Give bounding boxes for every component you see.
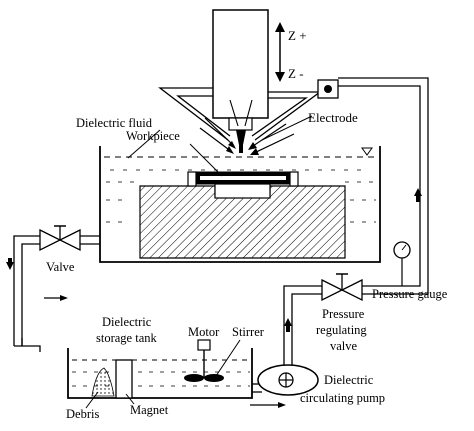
flow-arrow-down bbox=[6, 258, 14, 270]
return-pipe bbox=[283, 77, 429, 365]
storage-tank-label-1: Dielectric bbox=[102, 315, 152, 329]
drain-valve bbox=[39, 225, 81, 252]
z-minus-label: Z - bbox=[288, 66, 304, 81]
prv-label-1: Pressure bbox=[322, 307, 365, 321]
flow-arrow-right bbox=[60, 295, 68, 301]
pump-label-2: circulating pump bbox=[300, 391, 385, 405]
pump-flow-arrow bbox=[278, 402, 286, 408]
prv-label-2: regulating bbox=[316, 323, 367, 337]
motor-label: Motor bbox=[188, 325, 220, 339]
outlet-pipe bbox=[13, 235, 100, 346]
storage-tank-label-2: storage tank bbox=[96, 331, 157, 345]
pressure-regulating-valve bbox=[321, 273, 363, 302]
work-tank bbox=[99, 146, 381, 263]
flushing-arrows bbox=[199, 99, 295, 155]
pressure-gauge-label: Pressure gauge bbox=[372, 287, 448, 301]
storage-tank bbox=[67, 339, 253, 399]
dielectric-fluid-label: Dielectric fluid bbox=[76, 116, 153, 130]
z-plus-label: Z + bbox=[288, 28, 307, 43]
return-flow-arrow-up bbox=[284, 318, 292, 332]
spindle-head bbox=[212, 9, 269, 153]
electrode-label: Electrode bbox=[308, 110, 358, 125]
circulating-pump bbox=[252, 364, 319, 396]
z-axis-arrow bbox=[275, 22, 285, 82]
debris-label: Debris bbox=[66, 407, 99, 421]
pump-label-1: Dielectric bbox=[324, 373, 374, 387]
valve-label: Valve bbox=[46, 260, 75, 274]
return-flow-arrow-up-right bbox=[414, 188, 422, 202]
workpiece-label: Workpiece bbox=[126, 129, 180, 143]
prv-label-3: valve bbox=[330, 339, 358, 353]
inlet-connector bbox=[317, 79, 339, 99]
stirrer-label: Stirrer bbox=[232, 325, 265, 339]
pressure-gauge bbox=[393, 241, 411, 286]
magnet-label: Magnet bbox=[130, 403, 169, 417]
